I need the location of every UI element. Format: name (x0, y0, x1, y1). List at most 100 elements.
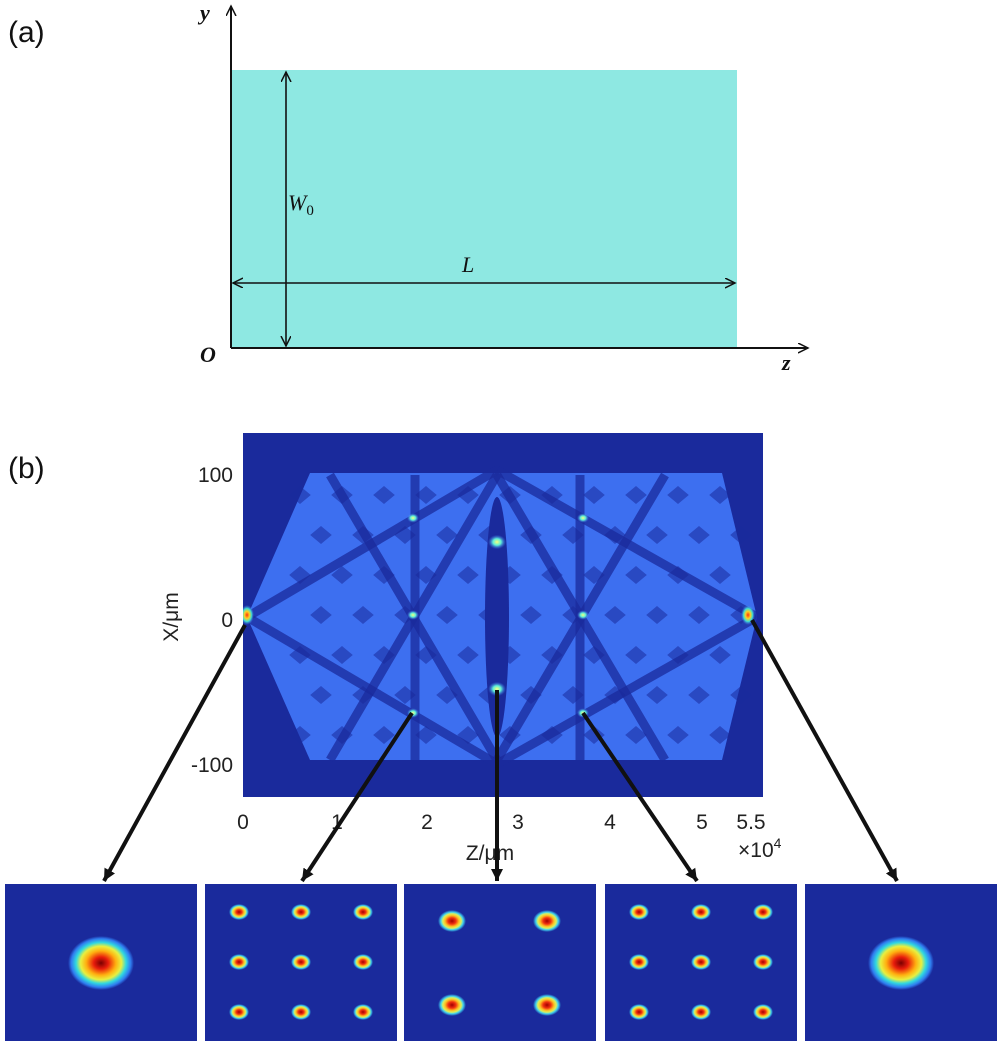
panel-b: (b) 100 0 -100 X/μm 0 1 2 3 4 5 5.5 Z/μm… (5, 433, 997, 1041)
arrow-to-inset-5 (750, 619, 899, 882)
lattice-cell (667, 646, 689, 664)
lattice-cell (709, 566, 731, 584)
lattice-cell (688, 686, 710, 704)
mode-spot (291, 1004, 311, 1020)
mode-spot (691, 1004, 711, 1020)
lattice-cell (352, 606, 374, 624)
lattice-cell (625, 486, 647, 504)
arrow-to-inset-2 (300, 711, 414, 883)
mode-spot (629, 954, 649, 970)
x-tick-3: 3 (512, 811, 524, 834)
lattice-cell (457, 646, 479, 664)
lattice-cell (310, 606, 332, 624)
bright-spot (407, 513, 419, 523)
lattice-cell (583, 486, 605, 504)
mode-spot (533, 994, 561, 1016)
lattice-cell (310, 686, 332, 704)
lattice-cell (541, 646, 563, 664)
lattice-cell (709, 726, 731, 744)
bright-spots (407, 513, 589, 718)
inset-arrows (102, 619, 899, 883)
mode-spot (353, 1004, 373, 1020)
lattice-cell (625, 726, 647, 744)
x-tick-5-5: 5.5 (736, 811, 765, 834)
lattice-cell (625, 566, 647, 584)
lattice-cell (289, 486, 311, 504)
lattice-cell (583, 726, 605, 744)
mode-spot (691, 954, 711, 970)
lattice-cell (310, 526, 332, 544)
bright-spot (577, 513, 589, 523)
lattice-cell (436, 526, 458, 544)
lattice-cell (604, 606, 626, 624)
lattice-cell (562, 686, 584, 704)
panel-b-label: (b) (8, 452, 45, 485)
inset-two-spots (404, 884, 596, 1041)
lattice-cell (415, 486, 437, 504)
central-dark-lens (485, 497, 509, 737)
x-axis-title: Z/μm (466, 842, 514, 865)
inset-input-spot (5, 884, 197, 1041)
lattice-cell (646, 606, 668, 624)
mode-spot (629, 1004, 649, 1020)
bright-spot (577, 610, 589, 620)
lattice-cell (457, 566, 479, 584)
mode-spot (291, 904, 311, 920)
lattice-cell (688, 526, 710, 544)
y-tick-0: 0 (221, 609, 233, 632)
mode-spot (353, 904, 373, 920)
mode-spot (753, 1004, 773, 1020)
mode-spot (753, 904, 773, 920)
lattice-cell (646, 686, 668, 704)
mode-spot (229, 904, 249, 920)
output-spot-marker (741, 605, 755, 625)
lattice-cell (289, 726, 311, 744)
x-tick-5: 5 (696, 811, 708, 834)
lattice-cell (331, 646, 353, 664)
x-tick-4: 4 (604, 811, 616, 834)
bright-spot (488, 681, 506, 697)
inset-nine-spots-first (205, 884, 397, 1041)
lattice-cell (709, 646, 731, 664)
mode-spot (868, 936, 934, 990)
lattice-cell (520, 606, 542, 624)
origin-label: O (200, 342, 216, 367)
arrow-to-inset-1 (102, 624, 247, 882)
mode-spot (533, 910, 561, 932)
width-label: W0 (288, 190, 314, 219)
interference-pattern (243, 466, 760, 768)
intensity-map (243, 433, 763, 797)
lattice-cell (583, 646, 605, 664)
inset-nine-spots-second (605, 884, 797, 1041)
lattice-cell (541, 486, 563, 504)
lattice-cell (730, 526, 752, 544)
lattice-cell (709, 486, 731, 504)
bright-spot (488, 534, 506, 550)
mode-spot (438, 994, 466, 1016)
x-multiplier: ×104 (738, 835, 782, 862)
lattice-cell (688, 606, 710, 624)
arrow-to-inset-4 (581, 711, 699, 883)
panel-a: (a) y z O W0 L (8, 0, 808, 375)
x-tick-0: 0 (237, 811, 249, 834)
y-axis-label: y (197, 0, 210, 25)
lattice-cell (373, 486, 395, 504)
lattice-cell (730, 686, 752, 704)
mode-insets (5, 884, 997, 1041)
mode-spot (229, 954, 249, 970)
lattice-cell (583, 566, 605, 584)
y-tick-minus-100: -100 (191, 754, 233, 777)
mode-spot (291, 954, 311, 970)
lattice-cell (646, 526, 668, 544)
inset-output-spot (805, 884, 997, 1041)
lattice-cell (331, 566, 353, 584)
bright-spot (407, 610, 419, 620)
panel-a-label: (a) (8, 16, 45, 49)
lattice-cell (436, 606, 458, 624)
length-label: L (461, 252, 474, 277)
lattice-cell (394, 686, 416, 704)
waveguide-region (231, 70, 737, 348)
mode-spot (438, 910, 466, 932)
x-tick-1: 1 (331, 811, 343, 834)
